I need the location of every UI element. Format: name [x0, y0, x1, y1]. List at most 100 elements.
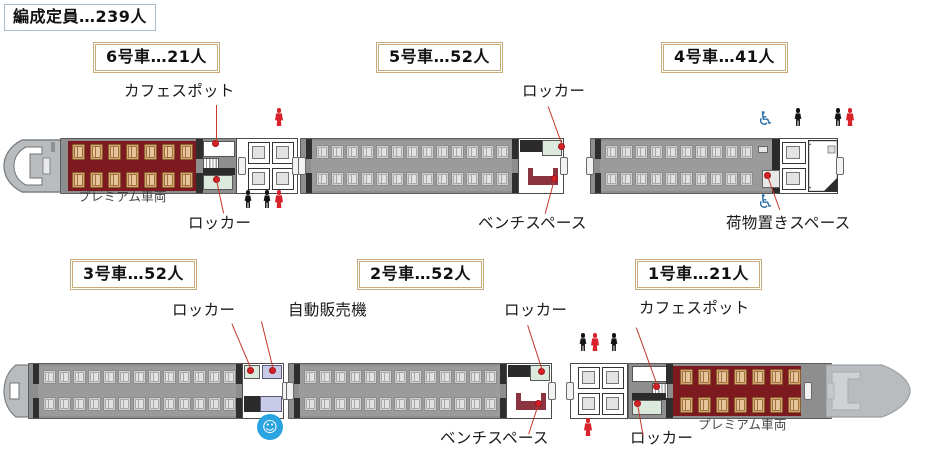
seat	[740, 172, 753, 186]
seat	[740, 145, 753, 159]
car-label-car2: 2号車…52人	[356, 258, 485, 291]
seat	[193, 397, 206, 411]
seat	[424, 370, 437, 384]
car-6-door	[196, 173, 203, 193]
premium-seat	[90, 144, 103, 160]
seat	[484, 397, 497, 411]
seat	[346, 172, 359, 186]
vestibule-door	[548, 382, 556, 400]
seat	[481, 145, 494, 159]
seat	[725, 145, 738, 159]
male-figure	[578, 333, 588, 352]
annotation-locker-car1: ロッカー	[630, 429, 694, 447]
seat	[133, 397, 146, 411]
annotation-vending-car3: 自動販売機	[288, 301, 368, 319]
annotation-luggage-car4: 荷物置きスペース	[726, 214, 851, 232]
seat	[710, 172, 723, 186]
leader-line	[215, 105, 217, 143]
seat	[451, 145, 464, 159]
seat	[208, 397, 221, 411]
smoking-room-icon: ☺	[257, 414, 283, 440]
seat	[469, 370, 482, 384]
premium-seat	[698, 369, 711, 385]
seat	[223, 397, 236, 411]
premium-seat	[788, 397, 801, 413]
seat	[454, 370, 467, 384]
lavatory-fixture	[606, 397, 619, 410]
cafe-counter-car6	[203, 141, 235, 157]
seat	[439, 397, 452, 411]
seat	[481, 172, 494, 186]
seat	[466, 145, 479, 159]
car-3-door	[236, 364, 242, 384]
seat	[391, 172, 404, 186]
seat	[409, 370, 422, 384]
car-5-end-door	[298, 157, 306, 175]
car-1-door	[666, 364, 673, 384]
premium-seat	[734, 369, 747, 385]
seat	[725, 172, 738, 186]
seat	[376, 172, 389, 186]
female-figure	[590, 333, 600, 352]
female-figure	[583, 418, 593, 437]
seat	[710, 145, 723, 159]
seat	[73, 370, 86, 384]
seat	[163, 370, 176, 384]
car-2-door	[294, 398, 300, 418]
car-2-end-door	[286, 382, 294, 400]
lavatory-fixture	[252, 146, 265, 159]
premium-seat	[770, 397, 783, 413]
seat	[331, 145, 344, 159]
seat	[379, 397, 392, 411]
total-capacity-label: 編成定員…239人	[4, 4, 156, 31]
lavatory-fixture	[786, 146, 800, 159]
seat	[43, 370, 56, 384]
seat	[331, 172, 344, 186]
seat	[133, 370, 146, 384]
vending-machine-car3	[260, 396, 282, 412]
seat	[496, 145, 509, 159]
premium-seat	[698, 397, 711, 413]
female-figure	[274, 190, 284, 209]
lavatory-fixture	[582, 371, 595, 384]
seat	[680, 172, 693, 186]
seat	[391, 145, 404, 159]
seat	[319, 397, 332, 411]
seat	[193, 370, 206, 384]
premium-seat	[90, 172, 103, 188]
premium-seat	[716, 369, 729, 385]
seat	[58, 370, 71, 384]
premium-seat	[72, 144, 85, 160]
annotation-premium-car1: プレミアム車両	[698, 417, 787, 432]
premium-seat	[716, 397, 729, 413]
seat	[635, 172, 648, 186]
female-figure	[274, 108, 284, 127]
car-label-car1: 1号車…21人	[634, 258, 763, 291]
seat	[469, 397, 482, 411]
car-5-door	[512, 139, 518, 159]
premium-seat	[72, 172, 85, 188]
seat	[319, 370, 332, 384]
car-4-end-door	[586, 157, 594, 175]
seat	[88, 397, 101, 411]
car-6-door	[196, 139, 203, 159]
seat	[148, 397, 161, 411]
car-5-door	[306, 173, 312, 193]
annotation-bench-car5: ベンチスペース	[478, 214, 587, 232]
seat	[421, 145, 434, 159]
seat	[163, 397, 176, 411]
seat	[316, 145, 329, 159]
car-5-partition	[520, 140, 542, 152]
car-2-door	[294, 364, 300, 384]
lavatory-fixture	[252, 172, 265, 185]
seat	[620, 172, 633, 186]
seat	[364, 397, 377, 411]
seat	[349, 370, 362, 384]
car-4-door	[595, 173, 601, 193]
premium-seat	[680, 397, 693, 413]
seat	[665, 172, 678, 186]
seat	[88, 370, 101, 384]
seat	[695, 145, 708, 159]
bench-space-car2	[541, 393, 546, 409]
annotation-cafe-spot-car6: カフェスポット	[124, 82, 235, 100]
